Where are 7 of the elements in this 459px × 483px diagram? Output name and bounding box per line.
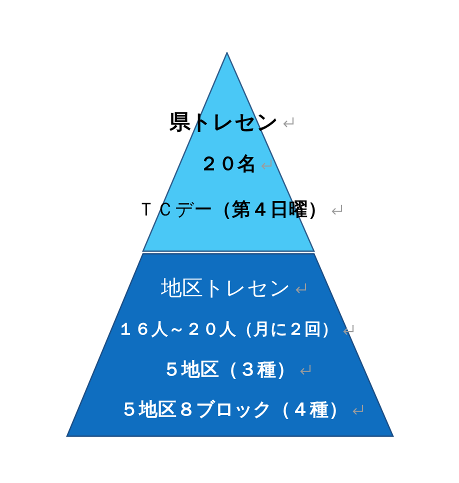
member-count: ２０名 bbox=[200, 154, 256, 176]
schedule-text: １６人～２０人（月に２回） bbox=[118, 320, 338, 340]
block-count: ５地区８ブロック（４種） bbox=[120, 399, 348, 421]
area-count: ５地区（３種） bbox=[162, 359, 296, 381]
base-trapezoid bbox=[66, 253, 394, 437]
tier-title: 県トレセン bbox=[170, 110, 278, 134]
tier-title: 地区トレセン bbox=[161, 276, 291, 300]
